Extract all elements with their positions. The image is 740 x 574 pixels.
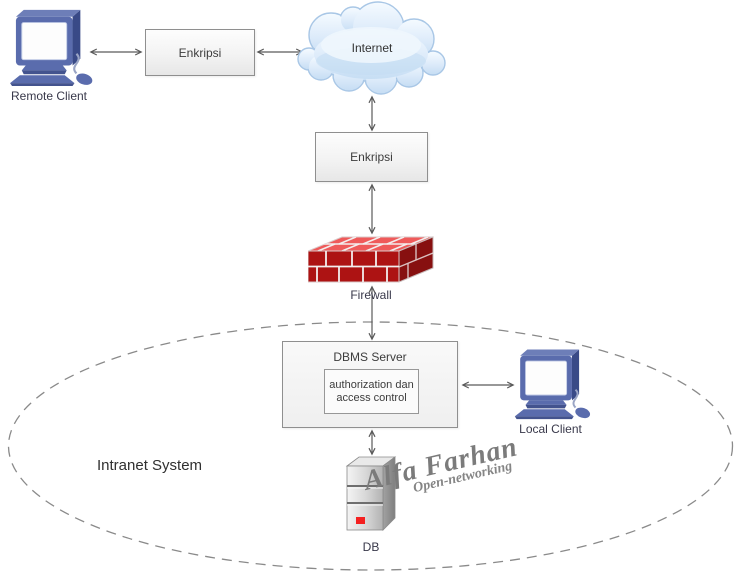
firewall-icon bbox=[308, 236, 434, 284]
internet-label: Internet bbox=[351, 41, 393, 55]
db-label: DB bbox=[362, 540, 380, 554]
firewall-label: Firewall bbox=[350, 288, 392, 302]
intranet-system-label: Intranet System bbox=[97, 457, 203, 474]
encryption-box-top: Enkripsi bbox=[145, 29, 255, 76]
encryption-box-top-label: Enkripsi bbox=[178, 45, 222, 60]
authorization-access-control-box: authorization dan access control bbox=[324, 369, 419, 414]
dbms-server-title: DBMS Server bbox=[333, 350, 407, 364]
local-client-label: Local Client bbox=[519, 422, 582, 436]
remote-client-icon bbox=[8, 5, 100, 87]
db-server-icon bbox=[343, 455, 399, 539]
encryption-box-mid-label: Enkripsi bbox=[350, 150, 393, 164]
internet-cloud-icon bbox=[297, 1, 447, 97]
encryption-box-mid: Enkripsi bbox=[315, 132, 428, 182]
local-client-icon bbox=[513, 345, 597, 420]
remote-client-label: Remote Client bbox=[10, 89, 88, 103]
authorization-access-control-label: authorization dan access control bbox=[329, 378, 414, 404]
dbms-server-box: DBMS Server authorization dan access con… bbox=[282, 341, 458, 428]
arrows bbox=[89, 48, 515, 456]
